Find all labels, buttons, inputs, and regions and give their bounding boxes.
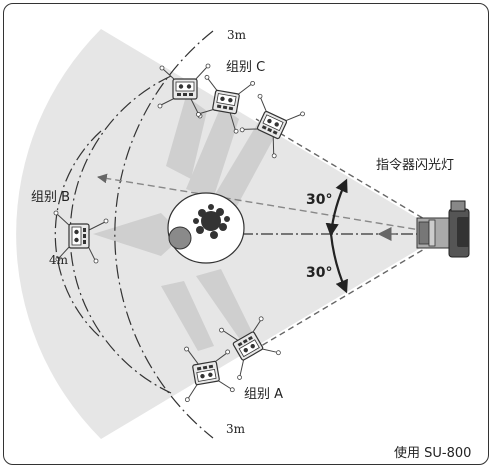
flash-beams bbox=[93, 96, 275, 351]
distance-bottom-label: 3m bbox=[226, 422, 246, 436]
group-a-label: 组别 A bbox=[244, 387, 283, 402]
arrow-to-group-b bbox=[97, 173, 427, 232]
arc-4m bbox=[54, 130, 102, 339]
angle-upper-label: 30° bbox=[306, 192, 332, 208]
distance-left-label: 4m bbox=[49, 253, 69, 267]
distance-top-label: 3m bbox=[227, 28, 247, 42]
caption: 使用 SU-800 bbox=[394, 445, 471, 461]
commander-label: 指令器闪光灯 bbox=[376, 158, 454, 173]
angle-lower-label: 30° bbox=[306, 265, 332, 281]
flash-setup-diagram: 组别 C 组别 B 组别 A 指令器闪光灯 3m 4m 3m 30° 30° 使… bbox=[16, 28, 471, 461]
angle-arc-upper bbox=[325, 178, 348, 237]
group-c-label: 组别 C bbox=[226, 60, 265, 75]
diagram-frame: 组别 C 组别 B 组别 A 指令器闪光灯 3m 4m 3m 30° 30° 使… bbox=[3, 3, 489, 465]
flower-subject-icon bbox=[193, 204, 230, 239]
group-b-label: 组别 B bbox=[31, 190, 70, 205]
angle-arc-lower bbox=[329, 233, 348, 294]
camera-icon bbox=[416, 200, 470, 258]
subject-group bbox=[167, 192, 245, 264]
